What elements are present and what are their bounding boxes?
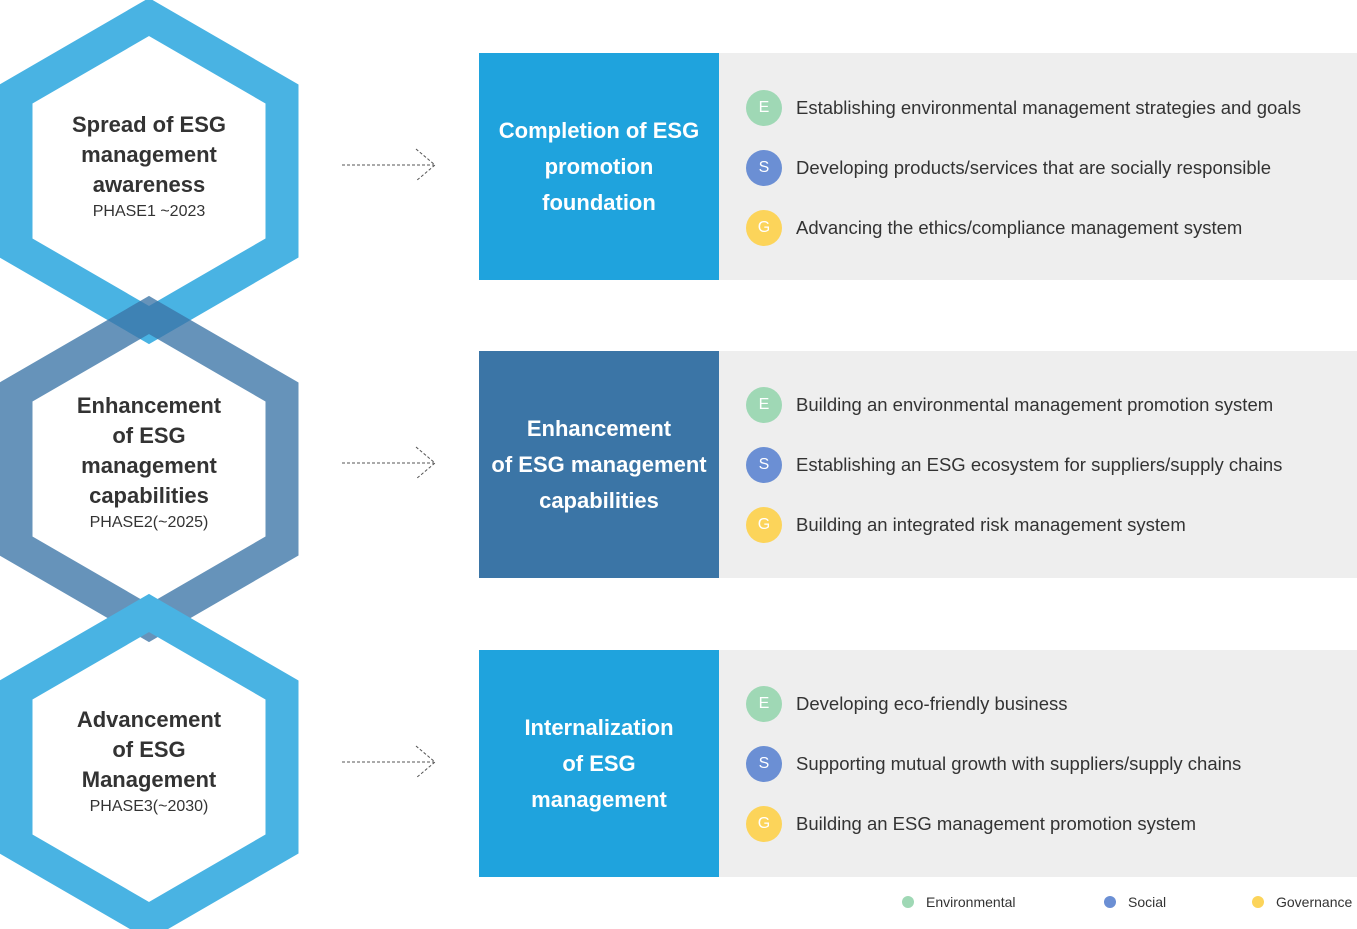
item-text: Establishing environmental management st… [796, 97, 1301, 118]
environmental-badge: E [746, 686, 782, 722]
green-dot-icon [902, 896, 914, 908]
legend-label: Social [1128, 894, 1167, 910]
social-badge: S [746, 447, 782, 483]
social-badge: S [746, 746, 782, 782]
arrow-icon [342, 148, 436, 182]
hexagon-chain [0, 0, 299, 929]
arrow-icon [342, 745, 436, 779]
phase-panel-2: Enhancement of ESG management capabiliti… [479, 351, 1357, 578]
legend: Environmental Social Governance [0, 894, 1357, 914]
yellow-dot-icon [1252, 896, 1264, 908]
social-badge: S [746, 150, 782, 186]
list-item: S Establishing an ESG ecosystem for supp… [746, 447, 1282, 483]
phase-label: PHASE1 ~2023 [92, 203, 206, 220]
item-text: Developing products/services that are so… [796, 157, 1272, 178]
panel-title: Completion of ESG promotion foundation [479, 53, 719, 280]
hex-label-phase1: Spread of ESG management awareness PHASE… [0, 110, 298, 222]
hexagon-phase3 [0, 593, 299, 929]
hex-label-phase3: Advancement of ESG Management PHASE3(~20… [0, 705, 298, 817]
environmental-badge: E [746, 90, 782, 126]
hex-title: Spread of ESG management awareness [71, 112, 227, 197]
legend-item-social: Social [1104, 894, 1166, 910]
panel-title: Internalization of ESG management [479, 650, 719, 877]
hex-label-phase2: Enhancement of ESG management capabiliti… [0, 391, 298, 533]
item-text: Advancing the ethics/compliance manageme… [796, 217, 1243, 238]
governance-badge: G [746, 806, 782, 842]
governance-badge: G [746, 507, 782, 543]
phase-panel-3: Internalization of ESG management E Deve… [479, 650, 1357, 877]
environmental-badge: E [746, 387, 782, 423]
item-text: Developing eco-friendly business [796, 693, 1068, 714]
legend-item-environmental: Environmental [902, 894, 1016, 910]
list-item: G Building an ESG management promotion s… [746, 806, 1196, 842]
panel-title: Enhancement of ESG management capabiliti… [479, 351, 719, 578]
arrow-icon [342, 446, 436, 480]
list-item: G Building an integrated risk management… [746, 507, 1186, 543]
hex-title: Enhancement of ESG management capabiliti… [76, 393, 222, 508]
blue-dot-icon [1104, 896, 1116, 908]
item-text: Building an integrated risk management s… [796, 514, 1186, 535]
legend-label: Environmental [926, 894, 1016, 910]
governance-badge: G [746, 210, 782, 246]
legend-item-governance: Governance [1252, 894, 1352, 910]
list-item: S Developing products/services that are … [746, 150, 1271, 186]
phase-panel-1: Completion of ESG promotion foundation E… [479, 53, 1357, 280]
list-item: E Building an environmental management p… [746, 387, 1273, 423]
hex-title: Advancement of ESG Management [76, 707, 222, 792]
item-text: Building an environmental management pro… [796, 394, 1274, 415]
legend-label: Governance [1276, 894, 1353, 910]
list-item: S Supporting mutual growth with supplier… [746, 746, 1241, 782]
item-text: Supporting mutual growth with suppliers/… [796, 753, 1242, 774]
list-item: E Establishing environmental management … [746, 90, 1301, 126]
item-text: Establishing an ESG ecosystem for suppli… [796, 454, 1283, 475]
item-text: Building an ESG management promotion sys… [796, 813, 1197, 834]
list-item: G Advancing the ethics/compliance manage… [746, 210, 1242, 246]
phase-label: PHASE2(~2025) [89, 514, 209, 531]
phase-label: PHASE3(~2030) [89, 798, 209, 815]
list-item: E Developing eco-friendly business [746, 686, 1067, 722]
